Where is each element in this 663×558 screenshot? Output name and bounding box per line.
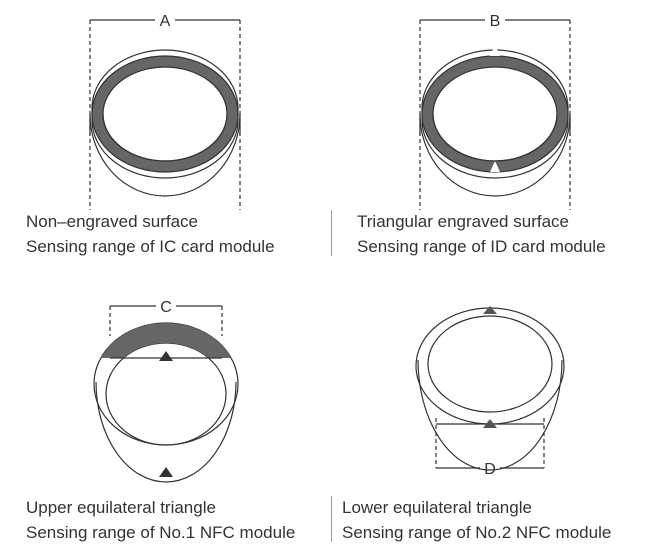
triangle-marker-top	[490, 45, 500, 56]
caption-c-title: Upper equilateral triangle	[26, 498, 216, 517]
caption-d-title: Lower equilateral triangle	[342, 498, 532, 517]
panel-a-ring	[89, 49, 241, 197]
dimension-label-c: C	[160, 299, 172, 316]
triangle-marker-bottom	[483, 419, 497, 428]
triangle-marker-lower	[159, 467, 173, 477]
caption-a-subtitle: Sensing range of IC card module	[26, 237, 275, 256]
caption-a-title: Non–engraved surface	[26, 212, 199, 231]
caption-b-title: Triangular engraved surface	[357, 212, 569, 231]
triangle-marker-bottom	[490, 161, 500, 172]
dimension-d: D	[435, 418, 545, 478]
caption-d-subtitle: Sensing range of No.2 NFC module	[342, 523, 612, 542]
caption-b-subtitle: Sensing range of ID card module	[357, 237, 606, 256]
panel-c-ring	[93, 322, 239, 483]
divider-bottom	[331, 496, 332, 542]
dimension-label-d: D	[484, 461, 496, 478]
panel-b-ring	[419, 45, 571, 197]
panel-d-ring	[415, 306, 565, 471]
caption-c-subtitle: Sensing range of No.1 NFC module	[26, 523, 296, 542]
dimension-a: A	[89, 13, 241, 210]
dimension-label-b: B	[490, 13, 501, 30]
triangle-marker-upper	[159, 351, 173, 361]
divider-top	[331, 210, 332, 256]
dimension-c: C	[109, 299, 223, 336]
dimension-b: B	[419, 13, 571, 210]
triangle-marker-top	[483, 306, 497, 314]
dimension-label-a: A	[160, 13, 171, 30]
